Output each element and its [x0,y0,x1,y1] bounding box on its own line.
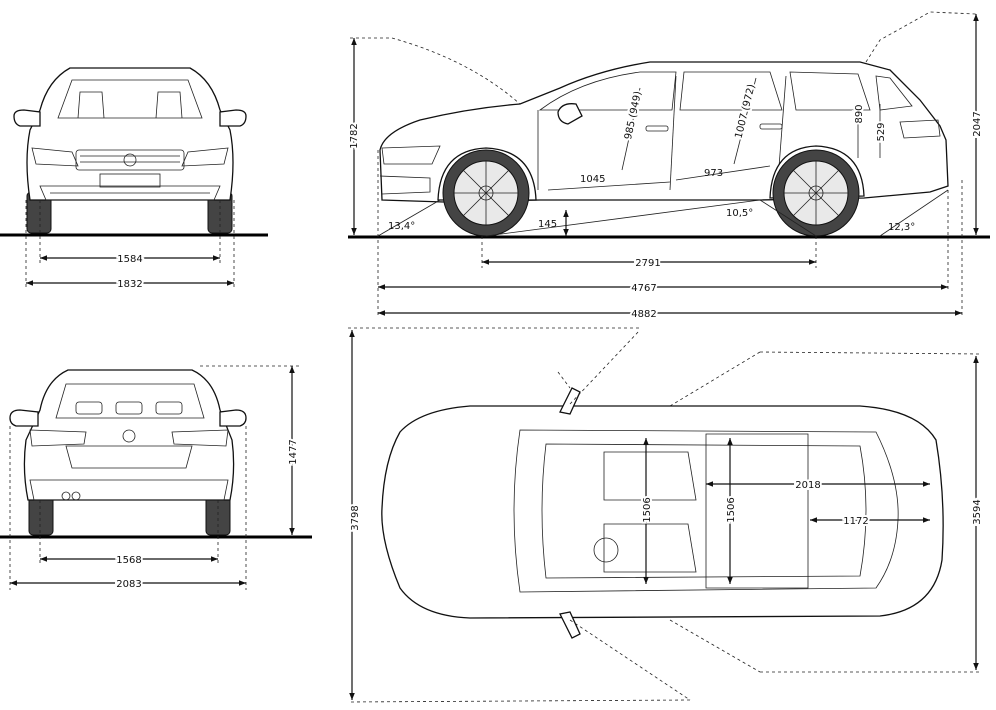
rear-legroom-label: 973 [704,168,723,179]
door-swing-front-label: 3798 [350,505,361,530]
front-width-label: 1832 [117,279,142,290]
cargo-length-folded-label: 2018 [795,480,820,491]
ramp-angle-label: 10,5° [726,208,753,219]
length-label: 4767 [631,283,656,294]
shoulder-front-label: 1506 [642,497,653,522]
wheelbase-label: 2791 [635,258,660,269]
door-swing-rear-label: 3594 [972,499,983,524]
boot-height-label: 890 [854,104,865,123]
rear-track-label: 1568 [116,555,141,566]
width-mirrors-label: 2083 [116,579,141,590]
tailgate-height-label: 2047 [972,111,983,136]
shoulder-rear-label: 1506 [726,497,737,522]
side-height-label: 1782 [349,123,360,148]
side-view [348,11,990,318]
cargo-length-label: 1172 [843,516,868,527]
front-track-label: 1584 [117,254,142,265]
ground-clearance-label: 145 [538,219,557,230]
approach-angle-label: 13,4° [388,221,415,232]
front-view [0,67,268,290]
loading-sill-label: 529 [876,122,887,141]
departure-angle-label: 12,3° [888,222,915,233]
top-view [347,327,981,703]
rear-view [0,365,312,590]
length-overall-label: 4882 [631,309,656,320]
height-label: 1477 [288,439,299,464]
front-legroom-label: 1045 [580,174,605,185]
